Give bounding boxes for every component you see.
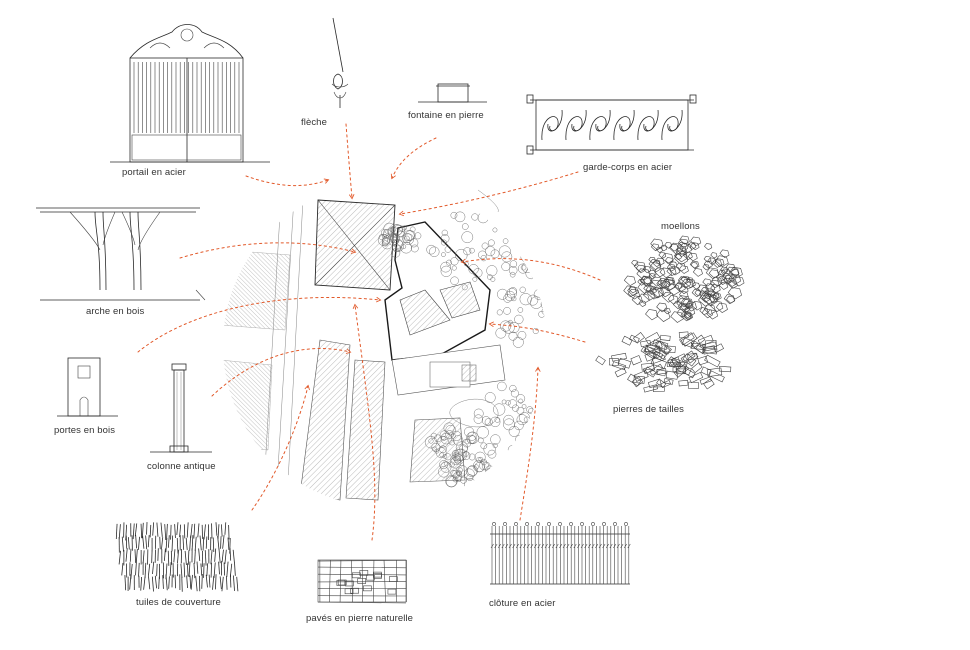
label-fontaine: fontaine en pierre	[408, 110, 484, 121]
label-colonne: colonne antique	[147, 461, 216, 472]
label-moellons: moellons	[661, 221, 700, 232]
garde-corps-illustration	[526, 94, 697, 155]
colonne-illustration	[150, 363, 212, 453]
portail-illustration	[110, 24, 270, 163]
label-portes: portes en bois	[54, 425, 116, 436]
label-arche: arche en bois	[86, 306, 145, 317]
tuiles-illustration	[115, 522, 239, 592]
label-garde-corps: garde-corps en acier	[583, 162, 673, 173]
label-cloture: clôture en acier	[489, 598, 556, 609]
label-paves: pavés en pierre naturelle	[306, 613, 414, 624]
arche-illustration	[36, 207, 206, 301]
site-plan	[223, 183, 547, 507]
label-pierres: pierres de tailles	[613, 404, 684, 415]
portes-illustration	[57, 357, 118, 417]
fleche-illustration	[331, 17, 349, 108]
label-portail: portail en acier	[122, 167, 186, 178]
moellons-illustration	[623, 235, 745, 323]
cloture-illustration	[490, 522, 631, 585]
pierres-illustration	[595, 331, 732, 393]
label-fleche: flèche	[301, 117, 327, 128]
fontaine-illustration	[418, 83, 487, 103]
label-tuiles: tuiles de couverture	[136, 597, 221, 608]
paves-illustration	[317, 559, 407, 604]
material-arrows	[137, 123, 601, 541]
